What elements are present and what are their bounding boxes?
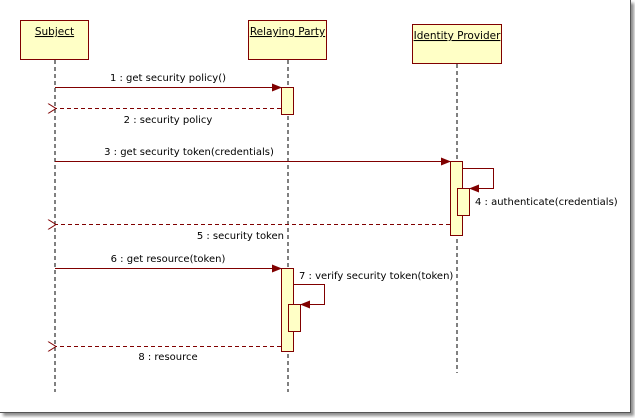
participant-identity-provider[interactable]: Identity Provider xyxy=(412,24,502,64)
message-label: 7 : verify security token(token) xyxy=(299,271,453,282)
message-label: 4 : authenticate(credentials) xyxy=(475,197,618,208)
message-5[interactable]: 5 : security token xyxy=(56,225,450,243)
message-label: 6 : get resource(token) xyxy=(111,254,226,265)
activation-idp-nested xyxy=(457,188,470,216)
message-label: 1 : get security policy() xyxy=(110,73,226,84)
message-3[interactable]: 3 : get security token(credentials) xyxy=(55,147,451,166)
message-label: 8 : resource xyxy=(138,352,197,363)
activation-rp-1 xyxy=(281,87,294,115)
message-7[interactable]: 7 : verify security token(token) xyxy=(293,271,453,309)
message-8[interactable]: 8 : resource xyxy=(56,347,281,364)
message-label: 2 : security policy xyxy=(124,115,213,126)
participant-relaying-party[interactable]: Relaying Party xyxy=(248,20,327,60)
message-1[interactable]: 1 : get security policy() xyxy=(55,73,282,92)
participant-label: Relaying Party xyxy=(250,26,325,38)
activation-rp-nested xyxy=(288,304,301,332)
message-6[interactable]: 6 : get resource(token) xyxy=(55,254,282,273)
participant-label: Subject xyxy=(35,26,74,38)
participant-subject[interactable]: Subject xyxy=(20,20,89,60)
participant-label: Identity Provider xyxy=(414,30,501,42)
message-label: 3 : get security token(credentials) xyxy=(104,147,274,158)
message-label: 5 : security token xyxy=(197,231,284,242)
message-4[interactable]: 4 : authenticate(credentials) xyxy=(462,168,618,209)
message-2[interactable]: 2 : security policy xyxy=(56,109,281,127)
